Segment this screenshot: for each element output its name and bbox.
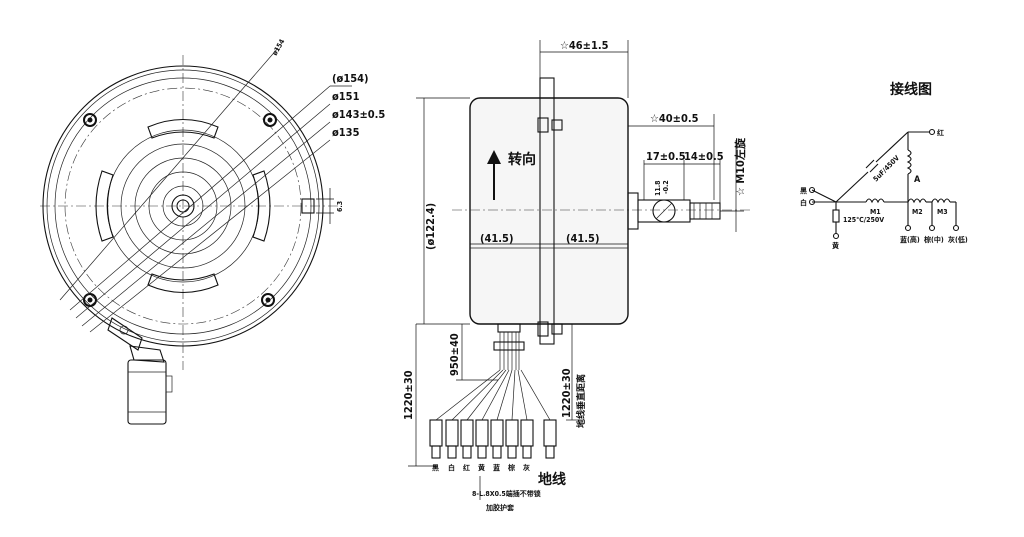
rim-tab xyxy=(301,198,315,214)
mounting-flange xyxy=(539,77,555,345)
bottom-vent-slot xyxy=(147,273,219,293)
side-view: 转向 ☆46±1.5 ☆40±0.5 17±0.5 14±0.5 11.8 -0… xyxy=(402,39,752,512)
m2-label: M2 xyxy=(912,208,923,216)
terminals xyxy=(429,419,557,459)
ground-distance-note: 地线垂直距离 xyxy=(575,374,587,428)
speed-mid-label: 棕(中) xyxy=(923,235,944,244)
dim-lead-1220-left: 1220±30 xyxy=(402,370,415,420)
hub-ring-circle xyxy=(120,143,246,269)
right-vent-slot xyxy=(252,170,271,242)
dim-phi151: ø151 xyxy=(332,90,360,103)
capacitor-label: 5uF/450V xyxy=(872,154,901,183)
shaft-core-circle xyxy=(176,199,190,213)
rim-step-circle xyxy=(54,77,312,335)
speed-high-label: 蓝(高) xyxy=(900,235,920,244)
thread-note: ☆ M10左旋 xyxy=(733,137,747,196)
wiring-yellow-label: 黄 xyxy=(832,241,839,250)
wiring-black-label: 黑 xyxy=(800,186,807,195)
dim-phi143: ø143±0.5 xyxy=(332,108,385,121)
wiring-white-label: 白 xyxy=(800,198,807,207)
rotation-label: 转向 xyxy=(508,151,536,168)
flange-bolt-bottom xyxy=(537,321,549,337)
outer-rim-circle xyxy=(42,65,324,347)
hub-ring-3-circle xyxy=(148,171,218,241)
mounting-holes xyxy=(83,113,277,307)
wire-label-yellow: 黄 xyxy=(478,463,485,472)
lead-wire-bundle xyxy=(435,323,551,421)
dim-phi135: ø135 xyxy=(332,126,360,139)
wiring-diagram: 接线图 红 5uF/450V A M1 M2 M3 蓝(高) xyxy=(800,81,968,250)
dim-lead-950: 950±40 xyxy=(448,333,461,376)
wire-label-brown: 棕 xyxy=(507,463,515,472)
dim-phi154: (ø154) xyxy=(332,72,369,85)
top-vent-slot xyxy=(147,119,219,139)
dim-height: (ø122.4) xyxy=(424,203,437,250)
left-vent-slot xyxy=(95,170,114,242)
dim-17: 17±0.5 xyxy=(646,150,686,163)
dim-tol: -0.2 xyxy=(662,180,670,194)
wire-label-blue: 蓝 xyxy=(493,463,500,472)
speed-low-label: 灰(低) xyxy=(948,235,968,244)
threaded-tip xyxy=(689,202,721,220)
wire-label-red: 红 xyxy=(463,463,470,472)
diameter-leaders xyxy=(59,47,352,333)
wiring-title: 接线图 xyxy=(890,81,932,98)
sleeve-note: 加胶护套 xyxy=(485,503,515,512)
fuse-label: 125℃/250V xyxy=(843,216,884,224)
dim-phi154-top: ø154 xyxy=(271,37,287,57)
dim-half-left: (41.5) xyxy=(480,232,513,245)
dim-half-right: (41.5) xyxy=(566,232,599,245)
shaft-circle xyxy=(171,194,195,218)
m1-label: M1 xyxy=(870,208,881,216)
bolt-pitch-circle xyxy=(64,87,302,325)
wire-label-black: 黑 xyxy=(432,463,439,472)
terminal-note: 8-L.8X0.5端插不带锁 xyxy=(472,489,541,498)
wire-label-white: 白 xyxy=(448,463,455,472)
dim-11-8: 11.8 xyxy=(654,180,662,196)
cable-gland xyxy=(107,317,173,425)
dim-46: ☆46±1.5 xyxy=(560,39,609,52)
m3-label: M3 xyxy=(937,208,948,216)
hub-ring-4-circle xyxy=(162,185,204,227)
dim-14: 14±0.5 xyxy=(684,150,724,163)
rim-inner-circle xyxy=(46,69,320,343)
ground-wire-label: 地线 xyxy=(538,471,566,488)
dim-lead-1220-right: 1220±30 xyxy=(560,368,573,418)
wiring-red-label: 红 xyxy=(937,128,944,137)
flange-bolt-top xyxy=(537,117,549,133)
motor-body xyxy=(469,97,629,325)
shaft-boss xyxy=(627,192,639,230)
dim-40: ☆40±0.5 xyxy=(650,112,699,125)
tab-dim-label: 6.3 xyxy=(336,201,344,212)
wire-label-grey: 灰 xyxy=(523,463,530,472)
front-view: 6.3 ø154 (ø154) ø151 ø143±0.5 ø135 xyxy=(40,37,385,425)
coil-a-label: A xyxy=(914,175,921,185)
